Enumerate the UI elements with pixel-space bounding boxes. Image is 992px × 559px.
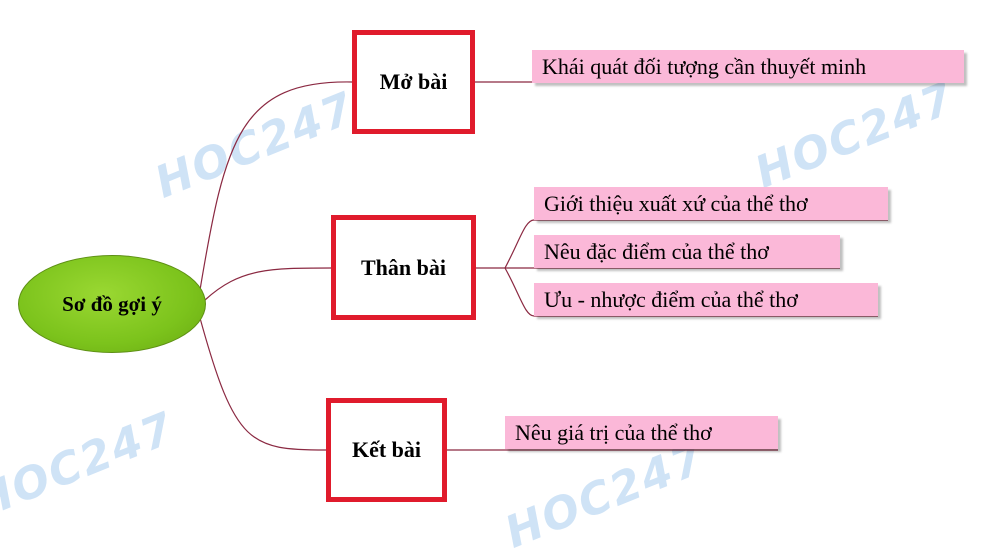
section-mo-bai-label: Mở bài bbox=[379, 69, 448, 94]
section-ket-bai: Kết bài bbox=[326, 398, 447, 502]
connector-root-ket bbox=[199, 317, 327, 451]
leaf-ket-bai-1: Nêu giá trị của thể thơ bbox=[505, 416, 778, 449]
leaf-than-bai-2: Nêu đặc điểm của thể thơ bbox=[534, 235, 840, 268]
section-mo-bai: Mở bài bbox=[352, 30, 475, 134]
leaf-than-bai-3: Ưu - nhược điểm của thể thơ bbox=[534, 283, 878, 316]
leaf-mo-bai-1: Khái quát đối tượng cần thuyết minh bbox=[532, 50, 964, 83]
mind-map-canvas: HOC247 HOC247 HOC247 HOC247 Sơ đồ gợi ý … bbox=[0, 30, 964, 559]
connector-than-leaf-1 bbox=[504, 219, 888, 269]
connector-root-mo bbox=[199, 81, 353, 291]
root-label: Sơ đồ gợi ý bbox=[62, 291, 162, 316]
section-than-bai: Thân bài bbox=[331, 215, 476, 320]
root-node: Sơ đồ gợi ý bbox=[18, 255, 206, 353]
section-ket-bai-label: Kết bài bbox=[351, 437, 422, 462]
section-than-bai-label: Thân bài bbox=[361, 254, 446, 280]
connector-than-leaf-3 bbox=[504, 267, 878, 317]
leaf-than-bai-1: Giới thiệu xuất xứ của thể thơ bbox=[534, 187, 888, 220]
connector-root-than bbox=[204, 267, 332, 301]
